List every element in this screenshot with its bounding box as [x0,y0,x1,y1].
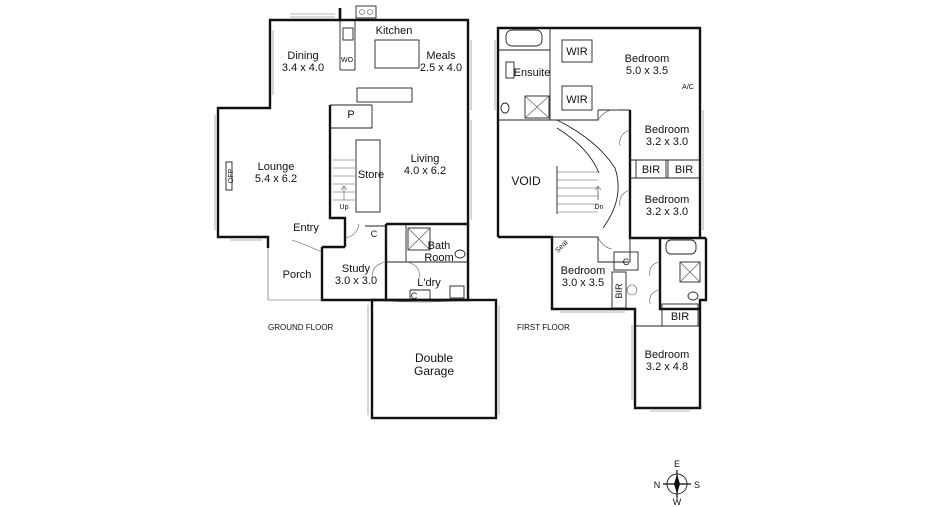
bedroom5-size: 3.2 x 4.8 [646,361,688,373]
store-label: Store [358,169,384,181]
ground-fixtures [225,5,466,299]
ensuite-toilet [500,102,510,114]
wir-bottom-label: WIR [566,94,587,106]
bir-left-label: BIR [642,164,660,176]
ac-label: A/C [682,84,694,91]
first-floor: WIR WIR Ensuite Bedroom 5.0 x 3.5 A/C Be… [494,26,708,412]
ground-floor-outer-wall [216,8,342,248]
porch-outline [267,248,322,301]
wo-label: WO [341,57,354,64]
garage-label-line2: Garage [414,364,454,378]
first-closet-label: C [623,257,630,267]
wir-top-label: WIR [566,46,587,58]
ground-floor: Kitchen Dining 3.4 x 4.0 Meals 2.5 x 4.0… [214,5,500,420]
bath-label-line1: Bath [428,240,451,252]
fireplace [225,161,233,191]
first-windows [494,40,704,412]
kitchen-sink [355,5,377,19]
ensuite-vanity [505,61,515,79]
bedroom4-label: Bedroom [561,265,606,277]
toilet [454,249,466,259]
bath-label-line2: Room [424,252,453,264]
cooktop [342,27,354,41]
pantry-label: P [347,109,354,121]
first-floor-outer-wall-lower [498,235,708,410]
master-bedroom-label: Bedroom [625,53,670,65]
bir-vertical-label: BIR [614,283,624,299]
bedroom2-label: Bedroom [645,124,690,136]
compass-w-label: W [673,497,682,507]
bedroom4-size: 3.0 x 3.5 [562,277,604,289]
study-closet-label: C [371,229,378,239]
bedroom2-size: 3.2 x 3.0 [646,136,688,148]
master-bedroom-size: 5.0 x 3.5 [626,65,668,77]
living-size: 4.0 x 6.2 [404,165,446,177]
garage-walls [370,298,498,420]
void-label: VOID [511,174,541,188]
kitchen-label: Kitchen [376,25,413,37]
compass-needle-icon [674,474,680,494]
ground-interior-walls [328,20,468,300]
entry-label: Entry [293,222,319,234]
first-floor-outer-wall [496,26,706,240]
compass-n-label: N [654,480,661,490]
stair-up-label: Up [340,204,349,211]
compass: E N S W [654,459,700,507]
meals-size: 2.5 x 4.0 [420,62,462,74]
study-size: 3.0 x 3.0 [335,275,377,287]
compass-s-label: S [694,480,700,490]
meals-label: Meals [426,50,456,62]
porch-label: Porch [283,269,312,281]
ofp-label: OFP [228,168,235,183]
stair-down-label: Dn [595,204,604,211]
bedroom5-label: Bedroom [645,349,690,361]
first-stairs [556,119,619,229]
bir-right-label: BIR [675,164,693,176]
study-label: Study [342,263,371,275]
laundry-closet-label: C [411,291,418,301]
main-toilet [687,291,699,301]
bedroom3-label: Bedroom [645,194,690,206]
first-fixtures [500,29,701,301]
first-floor-caption: FIRST FLOOR [517,323,570,332]
ground-stairs [333,159,355,201]
living-label: Living [411,153,440,165]
ground-windows [214,13,472,241]
laundry-label: L'dry [417,277,441,289]
ground-floor-caption: GROUND FLOOR [268,323,334,332]
bir-bottom-label: BIR [671,311,689,323]
ensuite-bath [505,29,543,47]
first-doors [597,109,661,305]
dining-label: Dining [287,50,318,62]
garage-label-line1: Double [415,351,453,365]
ensuite-label: Ensuite [514,67,551,79]
seat-label: Seat [554,239,569,254]
main-bath [665,239,697,255]
dining-size: 3.4 x 4.0 [282,62,324,74]
ground-floor-outer-wall-upper [338,8,470,238]
lounge-label: Lounge [258,161,295,173]
kitchen-island [374,39,420,69]
compass-e-label: E [674,459,680,469]
bedroom3-size: 3.2 x 3.0 [646,206,688,218]
laundry-tub [449,285,465,299]
lounge-size: 5.4 x 6.2 [255,173,297,185]
